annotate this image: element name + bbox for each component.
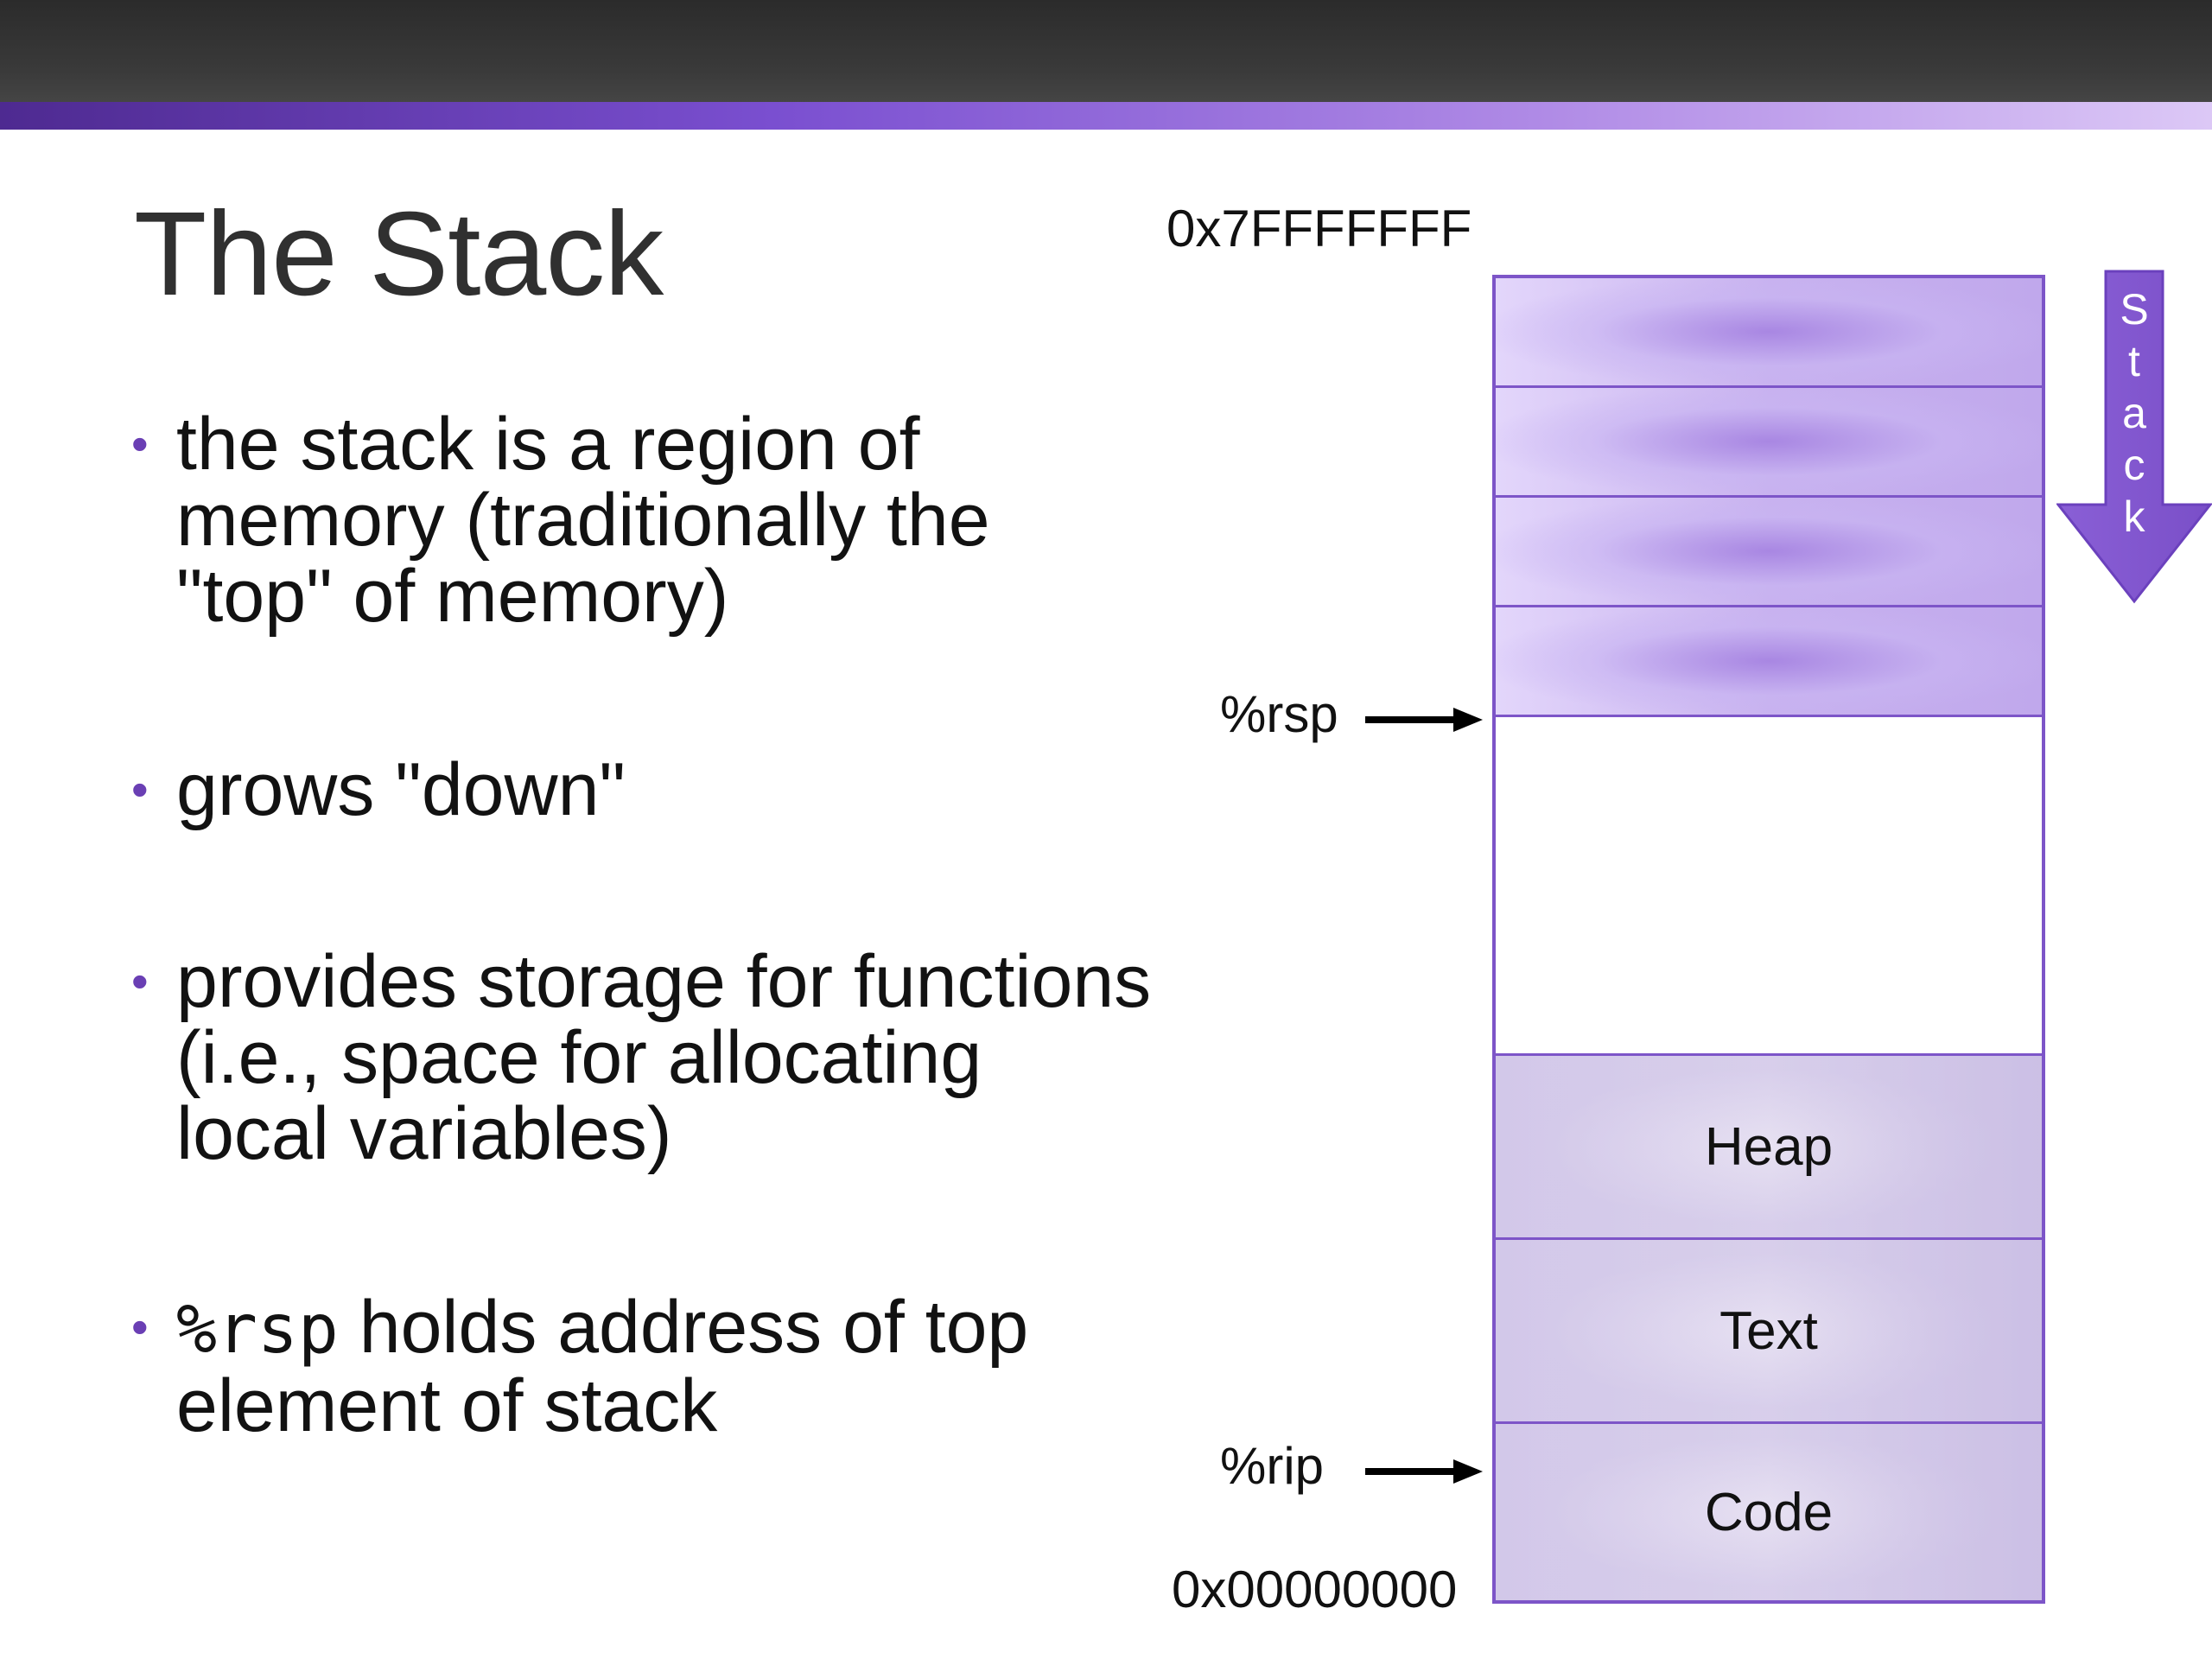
bullet-dot-icon: • bbox=[131, 1300, 149, 1354]
memory-column: Heap Text Code bbox=[1492, 275, 2045, 1604]
memory-diagram: 0x7FFFFFFF 0x00000000 %rsp %rip Heap Tex… bbox=[1123, 190, 2212, 1624]
bottom-address-label: 0x00000000 bbox=[1172, 1560, 1458, 1618]
stack-growth-arrow-icon bbox=[2056, 270, 2212, 604]
free-space bbox=[1496, 717, 2042, 1053]
stack-frame bbox=[1496, 278, 2042, 388]
growth-letter: k bbox=[2123, 493, 2145, 541]
accent-stripe bbox=[0, 102, 2212, 130]
stack-frame bbox=[1496, 498, 2042, 607]
slide-title: The Stack bbox=[134, 188, 664, 321]
heap-region: Heap bbox=[1496, 1053, 2042, 1237]
growth-letter: t bbox=[2128, 337, 2140, 385]
stack-frame bbox=[1496, 607, 2042, 717]
rip-label: %rip bbox=[1220, 1437, 1325, 1495]
stack-frame bbox=[1496, 388, 2042, 498]
bullet-item: • the stack is a region of memory (tradi… bbox=[128, 406, 1153, 634]
bullet-text: the stack is a region of memory (traditi… bbox=[176, 403, 990, 638]
rsp-code-text: %rsp bbox=[176, 1291, 339, 1369]
rsp-label: %rsp bbox=[1220, 685, 1338, 743]
bullet-dot-icon: • bbox=[131, 954, 149, 1008]
stack-growth-label: S t a c k bbox=[2106, 283, 2163, 543]
growth-letter: c bbox=[2123, 441, 2145, 489]
bullet-text: holds address of top element of stack bbox=[176, 1286, 1029, 1447]
bullet-text: provides storage for functions (i.e., sp… bbox=[176, 940, 1152, 1175]
code-region: Code bbox=[1496, 1421, 2042, 1600]
top-address-label: 0x7FFFFFFF bbox=[1166, 200, 1472, 257]
bullet-dot-icon: • bbox=[131, 762, 149, 817]
bullet-item: • provides storage for functions (i.e., … bbox=[128, 944, 1153, 1172]
growth-letter: S bbox=[2120, 285, 2149, 334]
rsp-arrow-icon bbox=[1365, 708, 1483, 732]
top-bar bbox=[0, 0, 2212, 102]
growth-letter: a bbox=[2122, 389, 2146, 437]
rip-arrow-icon bbox=[1365, 1459, 1483, 1484]
bullet-item: • grows "down" bbox=[128, 752, 1153, 828]
bullet-dot-icon: • bbox=[131, 416, 149, 471]
bullet-item: • %rsp holds address of top element of s… bbox=[128, 1289, 1153, 1444]
bullet-text: grows "down" bbox=[176, 748, 626, 831]
text-region: Text bbox=[1496, 1237, 2042, 1421]
